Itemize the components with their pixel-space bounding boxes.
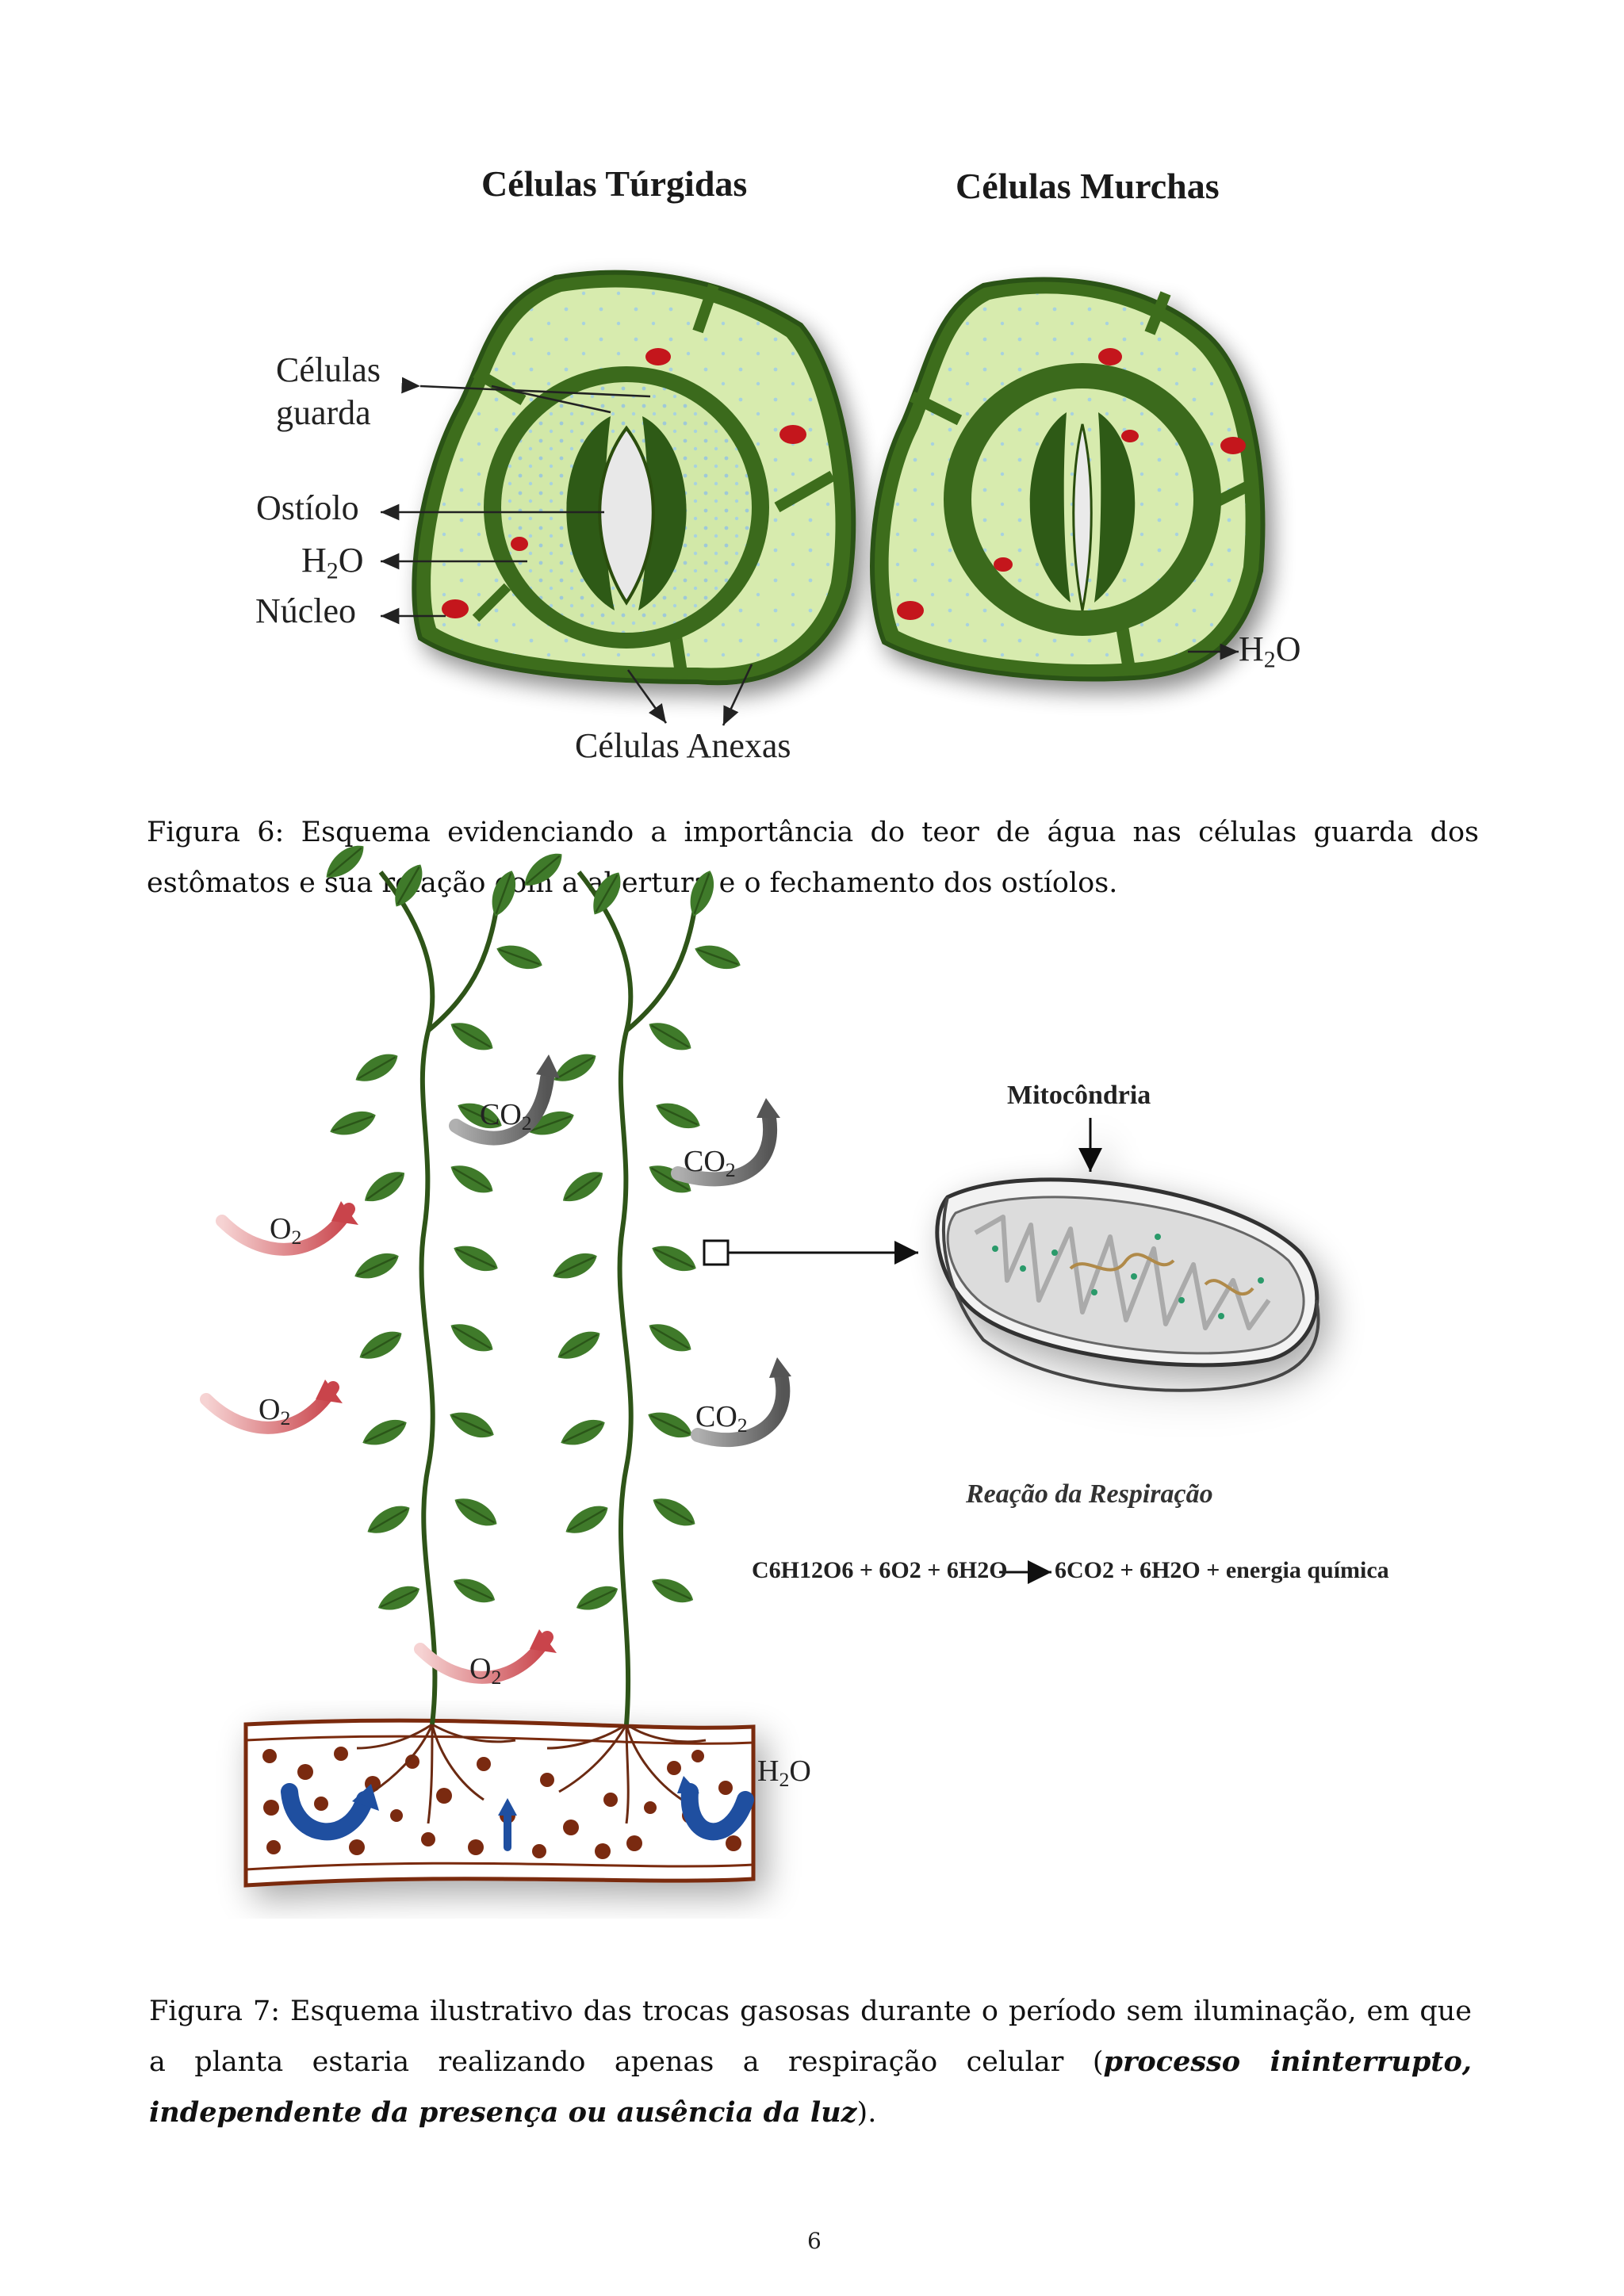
h2o-right-h: H (1239, 629, 1264, 668)
page-number: 6 (807, 2228, 822, 2254)
label-h2o-soil: H2O (757, 1754, 811, 1792)
h2o-right-o: O (1275, 629, 1301, 668)
o2-bottom-o: O (469, 1652, 492, 1686)
equation-reactants: C6H12O6 + 6O2 + 6H2O (752, 1557, 1008, 1583)
label-h2o-right: H2O (1239, 628, 1301, 675)
zoom-box (703, 1239, 730, 1266)
roots (356, 1723, 707, 1824)
label-h2o: H2O (301, 539, 364, 586)
label-o2-mid: O2 (259, 1392, 290, 1430)
h2o-soil-sub: 2 (779, 1768, 790, 1792)
h2o-sub: 2 (326, 557, 339, 584)
figure7-caption-text: Figura 7: Esquema ilustrativo das trocas… (149, 1986, 1472, 2138)
label-ostiole: Ostíolo (256, 488, 359, 527)
h2o-right-sub: 2 (1263, 646, 1276, 673)
h2o-o: O (338, 541, 364, 580)
equation-products: 6CO2 + 6H2O + energia química (1055, 1557, 1389, 1583)
co2-right-c: CO (684, 1145, 726, 1178)
mitochondrion (935, 1118, 1320, 1392)
co2-mid-c: CO (695, 1400, 737, 1433)
title-turgid-cells: Células Túrgidas (481, 163, 748, 204)
o2-mid-o: O (259, 1393, 281, 1426)
label-guard-cells-line2: guarda (276, 392, 371, 432)
figure7-caption: Figura 7: Esquema ilustrativo das trocas… (149, 1986, 1472, 2138)
co2-right-sub: 2 (725, 1158, 736, 1182)
co2-arrows (449, 1054, 791, 1448)
h2o-h: H (301, 541, 327, 580)
caption7-plain: Figura 7: Esquema ilustrativo das trocas… (149, 1996, 1472, 2078)
turgid-stoma (412, 270, 856, 686)
plant-stems (378, 871, 700, 1725)
title-flaccid-cells: Células Murchas (956, 166, 1220, 206)
h2o-soil-h: H (757, 1755, 779, 1788)
o2-mid-sub: 2 (280, 1406, 291, 1430)
o2-bottom-sub: 2 (491, 1666, 502, 1689)
o2-top-sub: 2 (291, 1226, 302, 1249)
co2-mid-sub: 2 (737, 1414, 748, 1437)
caption7-emphasis: processo ininterrupto, independente da p… (149, 2045, 1472, 2129)
label-mitochondria: Mitocôndria (1007, 1081, 1151, 1110)
figure6-caption-text: Figura 6: Esquema evidenciando a importâ… (147, 817, 1479, 899)
label-co2-top: CO2 (480, 1097, 532, 1135)
o2-top-o: O (270, 1212, 292, 1246)
co2-top-c: CO (480, 1098, 522, 1131)
reaction-title: Reação da Respiração (966, 1479, 1213, 1509)
label-o2-top: O2 (270, 1211, 301, 1249)
label-nucleus: Núcleo (255, 591, 357, 630)
label-annex-cells: Células Anexas (575, 726, 791, 765)
label-co2-right: CO2 (684, 1144, 736, 1182)
label-guard-cells: Células guarda (276, 349, 381, 434)
label-o2-bottom: O2 (469, 1651, 501, 1689)
label-co2-mid: CO2 (695, 1399, 748, 1437)
caption7-end: ). (856, 2097, 877, 2129)
co2-top-sub: 2 (521, 1112, 532, 1135)
flaccid-stoma (870, 277, 1266, 682)
figure6-caption: Figura 6: Esquema evidenciando a importâ… (147, 807, 1479, 909)
h2o-arrows (281, 1776, 754, 1851)
h2o-soil-o: O (789, 1755, 811, 1788)
label-guard-cells-line1: Células (276, 350, 381, 389)
o2-arrows (200, 1201, 557, 1684)
